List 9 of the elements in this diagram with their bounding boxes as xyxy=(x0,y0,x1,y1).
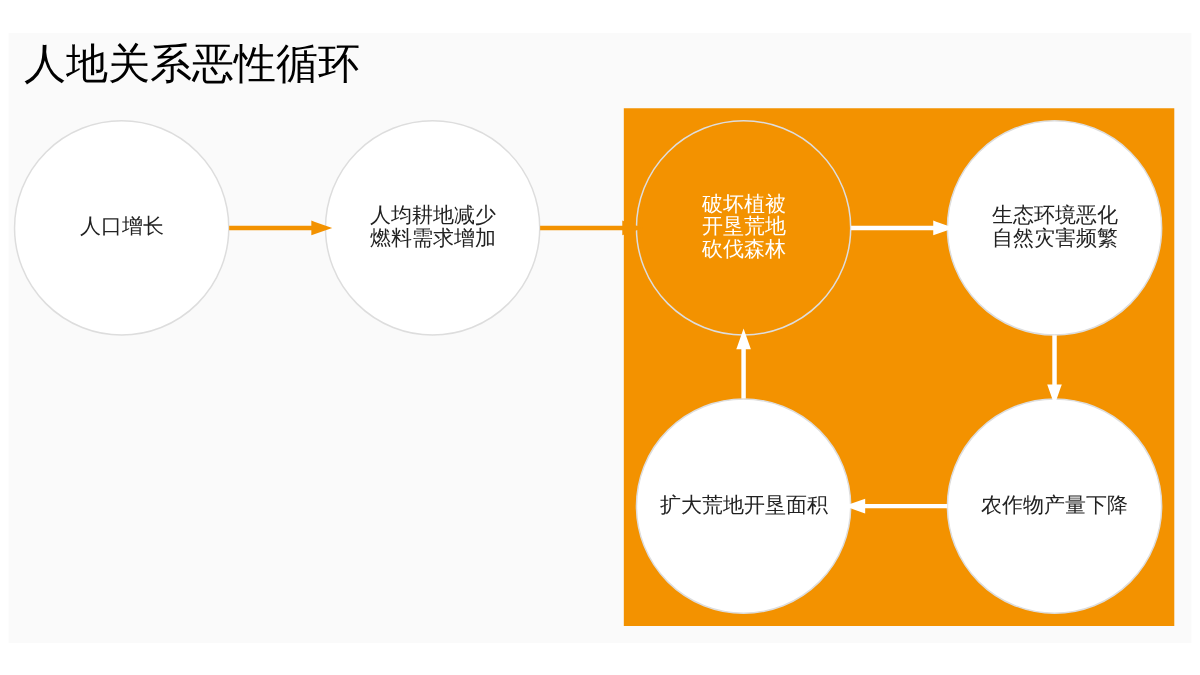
node-circle: 破坏植被 开垦荒地 砍伐森林 xyxy=(635,119,852,336)
diagram-title: 人地关系恶性循环 xyxy=(24,38,361,88)
node-circle: 人均耕地减少 燃料需求增加 xyxy=(324,119,541,336)
node-circle: 扩大荒地开垦面积 xyxy=(635,397,852,614)
node-circle: 生态环境恶化 自然灾害频繁 xyxy=(946,119,1163,336)
arrow xyxy=(736,327,751,398)
node-circle: 农作物产量下降 xyxy=(946,397,1163,614)
node-circle: 人口增长 xyxy=(13,119,230,336)
arrow xyxy=(229,220,333,235)
